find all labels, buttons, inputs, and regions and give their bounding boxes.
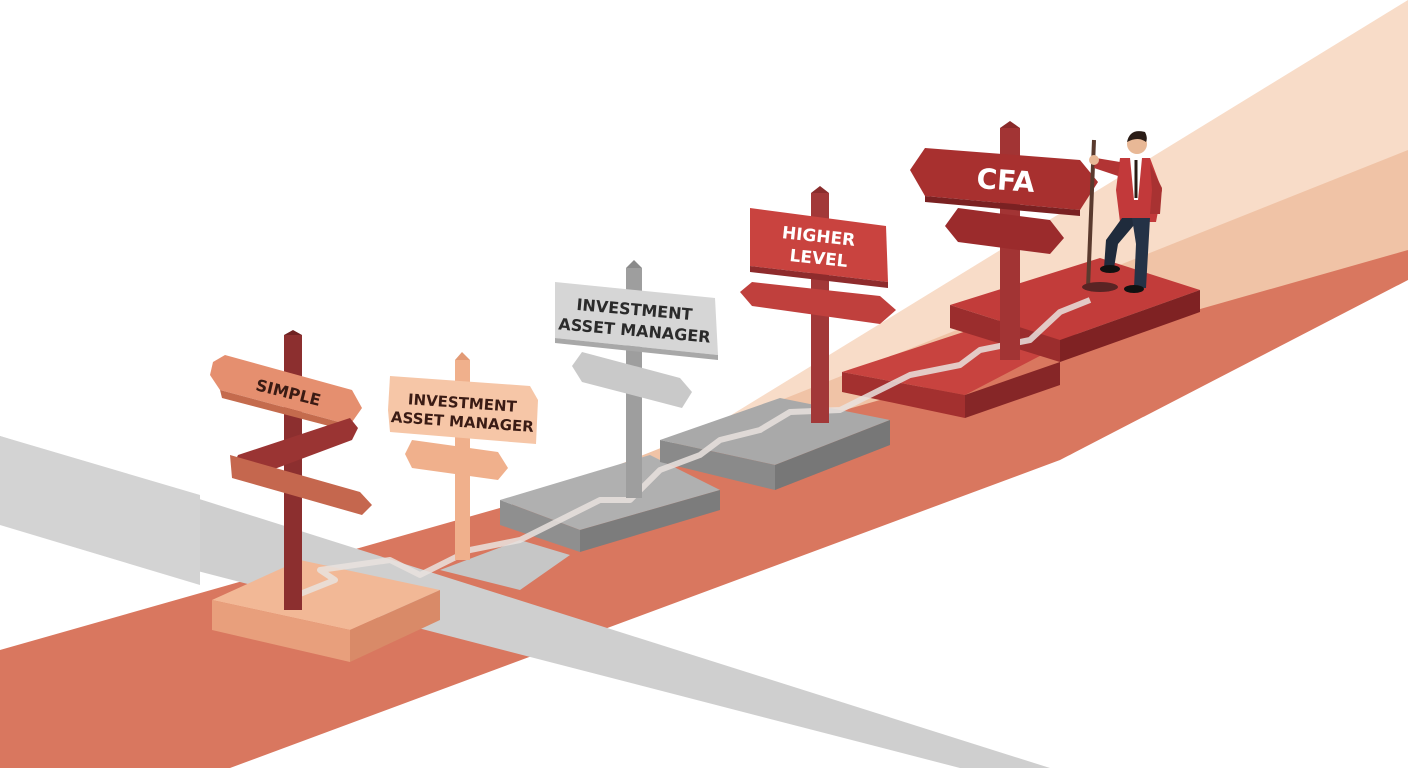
post-cap: [626, 260, 642, 268]
post-cap: [284, 330, 302, 335]
left-hand: [1089, 155, 1099, 165]
sign-cfa-label: CFA: [976, 162, 1037, 199]
gray-road-top: [0, 436, 200, 585]
sign-cfa-arrow: [945, 208, 1064, 254]
post-cap: [1000, 121, 1020, 128]
left-shoe: [1100, 265, 1120, 273]
right-shoe: [1124, 285, 1144, 293]
post-cap: [811, 186, 829, 193]
staff-base: [1082, 282, 1118, 292]
post-cap: [455, 352, 470, 360]
